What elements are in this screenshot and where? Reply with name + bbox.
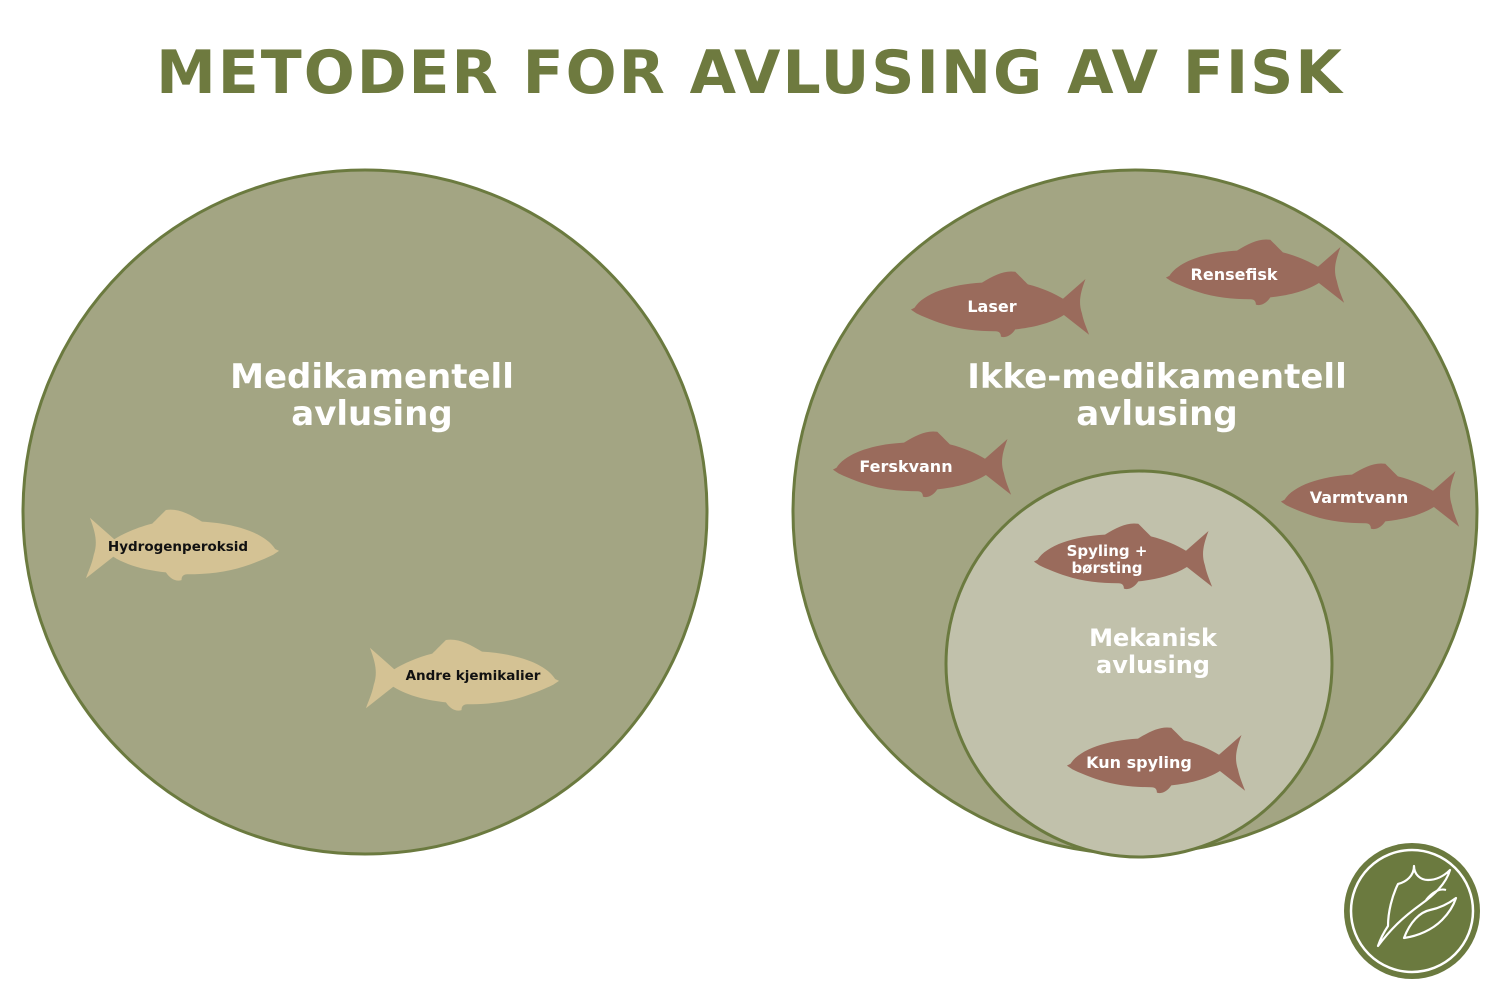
fish-laser: Laser — [910, 271, 1090, 338]
fish-hydrogenperoksid: Hydrogenperoksid — [85, 509, 280, 581]
mekanisk-label-line1: Mekanisk — [1089, 624, 1218, 652]
fish-ferskvann: Ferskvann — [832, 431, 1012, 498]
medikamentell-label-line2: avlusing — [291, 394, 452, 434]
page-title: METODER FOR AVLUSING AV FISK — [156, 38, 1344, 108]
fish-label-spyling-line1: Spyling + — [1067, 542, 1148, 560]
fish-label-spyling-line2: børsting — [1071, 559, 1142, 577]
fish-label-ferskvann: Ferskvann — [859, 457, 952, 476]
fish-label-andre-kjemikalier: Andre kjemikalier — [406, 668, 541, 684]
fish-varmtvann: Varmtvann — [1280, 463, 1460, 530]
fish-label-hydrogenperoksid: Hydrogenperoksid — [108, 539, 248, 555]
fish-label-varmtvann: Varmtvann — [1310, 488, 1409, 507]
fish-rensefisk: Rensefisk — [1165, 239, 1345, 306]
fish-label-laser: Laser — [967, 297, 1016, 316]
ikke-medikamentell-label-line2: avlusing — [1076, 394, 1237, 434]
ikke-medikamentell-label-line1: Ikke-medikamentell — [967, 357, 1346, 397]
fish-andre-kjemikalier: Andre kjemikalier — [365, 639, 560, 711]
fish-spyling-borsting: Spyling + børsting — [1033, 523, 1213, 590]
fish-kun-spyling: Kun spyling — [1066, 727, 1246, 794]
medikamentell-circle — [21, 168, 709, 856]
medikamentell-label-line1: Medikamentell — [230, 357, 514, 397]
fish-label-rensefisk: Rensefisk — [1191, 265, 1278, 284]
fish-label-kun-spyling: Kun spyling — [1086, 753, 1192, 772]
mekanisk-label-line2: avlusing — [1096, 651, 1210, 679]
leaf-fish-emblem-icon — [1344, 843, 1480, 979]
